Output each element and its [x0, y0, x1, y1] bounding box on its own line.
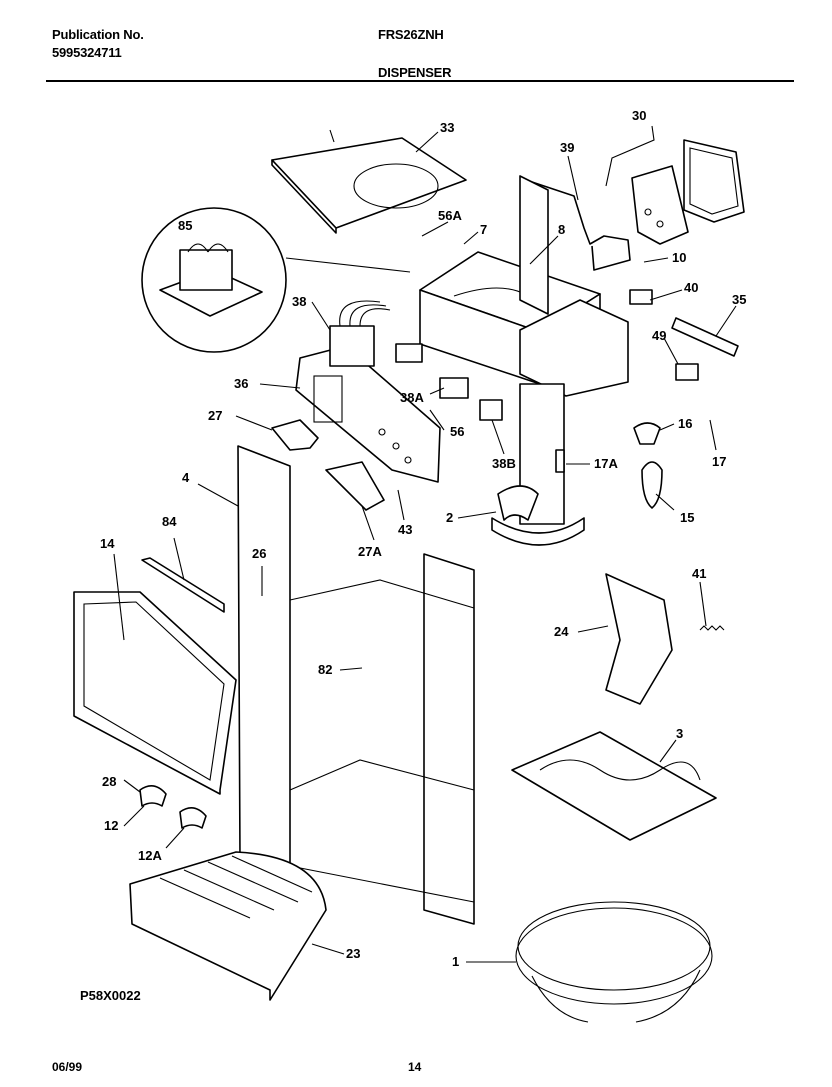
part-39-bracket — [519, 177, 631, 271]
part-4-side-panel — [237, 445, 475, 925]
leader-lines — [113, 131, 737, 963]
part-23-drip-tray — [129, 851, 327, 1001]
label-12a: 12A — [138, 848, 162, 863]
label-8: 8 — [558, 222, 565, 237]
part-49-bracket — [675, 363, 699, 381]
label-24: 24 — [554, 624, 569, 639]
footer-page-number: 14 — [408, 1060, 422, 1074]
part-24-actuator-arm — [605, 573, 673, 705]
diagram-code: P58X0022 — [80, 988, 141, 1003]
label-15: 15 — [680, 510, 694, 525]
part-30-chute-assembly — [605, 125, 745, 245]
label-41: 41 — [692, 566, 706, 581]
label-35: 35 — [732, 292, 746, 307]
part-38a-switch — [395, 343, 423, 363]
label-27a: 27A — [358, 544, 382, 559]
header-rule — [46, 80, 794, 82]
label-38: 38 — [292, 294, 306, 309]
part-16-socket — [633, 422, 661, 445]
part-85-transformer-detail — [141, 207, 411, 353]
label-10: 10 — [672, 250, 686, 265]
model-number: FRS26ZNH — [378, 27, 444, 42]
label-40: 40 — [684, 280, 698, 295]
label-36: 36 — [234, 376, 248, 391]
part-38-harness — [329, 300, 391, 367]
label-56a: 56A — [438, 208, 462, 223]
part-41-spring — [699, 625, 725, 631]
label-23: 23 — [346, 946, 360, 961]
label-38b: 38B — [492, 456, 516, 471]
part-27-actuator — [271, 419, 319, 451]
part-17a-screw — [555, 449, 565, 473]
label-16: 16 — [678, 416, 692, 431]
label-28: 28 — [102, 774, 116, 789]
part-12-clip — [139, 785, 167, 807]
part-38a-switch-2 — [439, 377, 469, 399]
label-56: 56 — [450, 424, 464, 439]
label-43: 43 — [398, 522, 412, 537]
label-39: 39 — [560, 140, 574, 155]
publication-number: 5995324711 — [52, 45, 122, 60]
label-82: 82 — [318, 662, 332, 677]
part-27a-paddle — [325, 461, 385, 511]
part-1-tubing — [515, 901, 713, 1023]
part-38b-switch — [479, 399, 503, 421]
label-49: 49 — [652, 328, 666, 343]
part-35-solenoid — [671, 317, 739, 357]
label-2: 2 — [446, 510, 453, 525]
label-17: 17 — [712, 454, 726, 469]
footer-date: 06/99 — [52, 1060, 83, 1074]
part-40-coil — [629, 289, 653, 305]
label-38a: 38A — [400, 390, 424, 405]
label-17a: 17A — [594, 456, 618, 471]
label-85: 85 — [178, 218, 192, 233]
label-14: 14 — [100, 536, 115, 551]
label-12: 12 — [104, 818, 118, 833]
part-14-window — [73, 591, 237, 795]
part-15-lamp — [641, 461, 663, 509]
label-33: 33 — [440, 120, 454, 135]
part-84-strip — [141, 557, 225, 613]
label-7: 7 — [480, 222, 487, 237]
label-26: 26 — [252, 546, 266, 561]
part-33-cover-plate — [271, 129, 467, 234]
publication-label: Publication No. — [52, 27, 144, 42]
part-3-heater — [511, 731, 717, 841]
label-3: 3 — [676, 726, 683, 741]
label-84: 84 — [162, 514, 177, 529]
part-labels: 33 30 39 56A 7 8 10 85 40 38 35 49 36 38… — [80, 108, 746, 1003]
label-27: 27 — [208, 408, 222, 423]
label-1: 1 — [452, 954, 459, 969]
label-30: 30 — [632, 108, 646, 123]
label-4: 4 — [182, 470, 190, 485]
part-12a-clip — [179, 807, 207, 829]
section-title: DISPENSER — [378, 65, 452, 80]
part-8-dispenser-housing — [419, 175, 629, 397]
